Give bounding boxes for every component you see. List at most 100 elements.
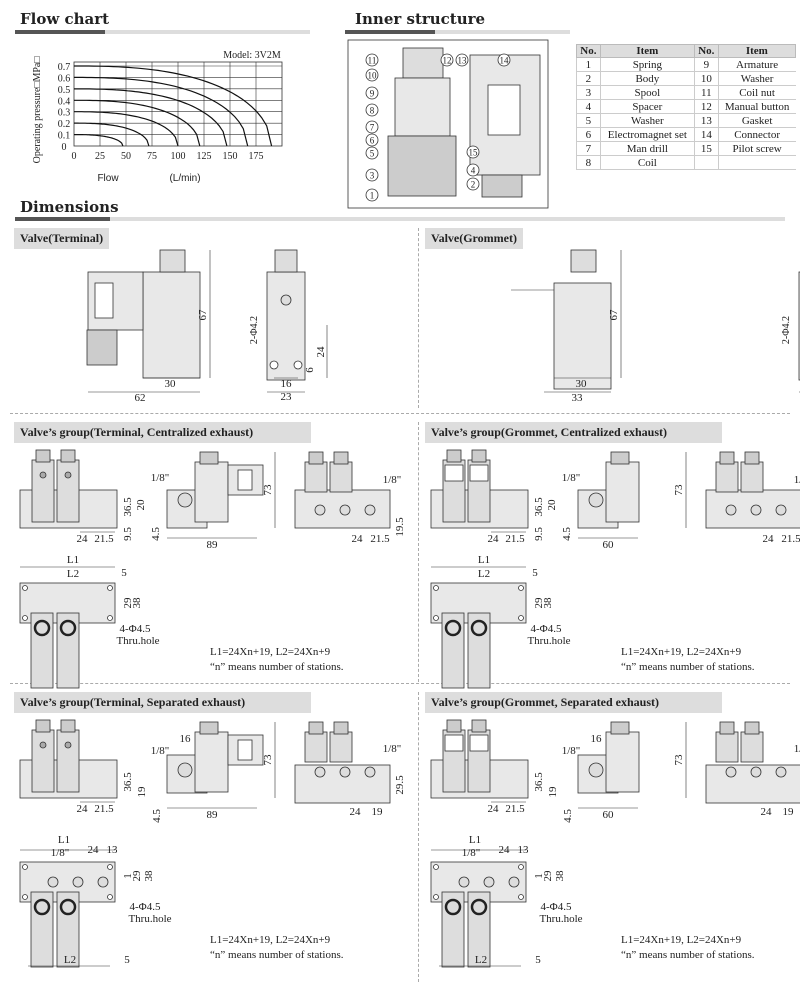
formula-text: L1=24Xn+19, L2=24Xn+9 (621, 646, 742, 658)
x-tick-label: 0 (72, 151, 77, 162)
port-hole (339, 766, 351, 778)
number-cell: 9 (693, 57, 719, 72)
series-line-0.3 (74, 111, 179, 147)
dimension-label: 4.5 (561, 527, 573, 541)
coil-nut (35, 449, 51, 463)
dimension-label: 62 (135, 392, 146, 404)
dimension-label: 29 (122, 597, 134, 609)
valve-coil-top (30, 891, 54, 968)
dimension-label: 24 (350, 806, 362, 818)
grommet-socket (444, 464, 464, 482)
series-line-0.1 (74, 134, 124, 147)
port-hole (280, 294, 292, 306)
dimension-label: 36.5 (533, 772, 545, 792)
dimension-label: 24 (761, 806, 773, 818)
port-hole (364, 766, 376, 778)
dimension-label: 4-Φ4.5 (120, 623, 151, 635)
coil-nut-icon (444, 898, 462, 916)
callout-number: 15 (469, 148, 479, 158)
dimension-label: 38 (554, 870, 566, 882)
x-axis-unit: (L/min) (169, 173, 200, 184)
number-cell: 11 (693, 85, 719, 100)
callout-number: 12 (443, 56, 452, 66)
port-hole (47, 876, 59, 888)
callout-number: 4 (471, 166, 476, 176)
dimension-label: 9.5 (122, 527, 134, 541)
callout-number: 11 (368, 56, 377, 66)
dimension-label: L1 (478, 554, 490, 566)
section-label-group-gs: Valve’s group(Grommet, Separated exhaust… (425, 692, 722, 713)
item-cell: Coil nut (717, 85, 796, 100)
coil-nut (744, 721, 760, 735)
stations-note: “n” means number of stations. (621, 661, 755, 673)
terminal-window (237, 469, 253, 491)
item-cell: Spool (599, 85, 695, 100)
dimension-label: Thru.hole (116, 635, 159, 647)
callout-number: 10 (368, 71, 378, 81)
item-cell: Washer (717, 71, 796, 86)
dimension-label: 1/8" (562, 472, 581, 484)
callout-number: 7 (370, 123, 375, 133)
dimension-label: 19 (136, 786, 148, 798)
port-hole (107, 894, 113, 900)
heading-underline (345, 30, 570, 34)
number-cell: 13 (693, 113, 719, 128)
dimension-label: 38 (542, 597, 554, 609)
x-tick-label: 25 (95, 151, 105, 162)
coil-nut (570, 249, 597, 273)
grommet-socket (444, 734, 464, 752)
callout-number: 1 (370, 191, 375, 201)
grommet-socket (469, 734, 489, 752)
dimension-label: 21.5 (370, 533, 390, 545)
port-hole (508, 876, 520, 888)
dimension-label: 24 (77, 803, 89, 815)
port-hole (588, 762, 604, 778)
number-cell: 2 (576, 71, 601, 86)
col-header: Item (717, 44, 797, 58)
number-cell: 8 (576, 155, 601, 170)
item-cell: Connector (717, 127, 796, 142)
dimension-label: 36.5 (122, 497, 134, 517)
item-cell: Gasket (717, 113, 796, 128)
section-label-valve-grommet: Valve(Grommet) (425, 228, 523, 249)
dimension-label: 73 (673, 754, 685, 766)
coil-nut (610, 451, 630, 465)
callout-circle (466, 177, 480, 191)
coil-nut-icon (59, 898, 77, 916)
port-hole (433, 864, 439, 870)
number-cell: 1 (576, 57, 601, 72)
valve-coil-top (441, 612, 465, 689)
port-hole (458, 876, 470, 888)
port-hole (725, 766, 737, 778)
number-cell: 4 (576, 99, 601, 114)
callout-circle (365, 168, 379, 182)
port-hole (518, 615, 524, 621)
dimension-label: Thru.hole (539, 913, 582, 925)
dimension-label: 4.5 (562, 809, 574, 823)
dimension-label: Thru.hole (128, 913, 171, 925)
dimension-label: Thru.hole (527, 635, 570, 647)
valve-body (605, 731, 640, 793)
dimension-label: 24 (315, 346, 327, 358)
y-tick-label: 0.3 (58, 108, 71, 119)
port-hole (22, 894, 28, 900)
valve-coil (304, 731, 328, 763)
dimension-label: 2-Φ4.2 (249, 316, 260, 344)
port-hole (177, 492, 193, 508)
dimension-label: 5 (532, 567, 538, 579)
coil-nut (60, 449, 76, 463)
y-tick-label: 0 (62, 142, 67, 153)
dimension-label: 4.5 (151, 809, 163, 823)
valve-coil (715, 461, 739, 493)
dimension-label: L2 (64, 954, 76, 966)
dimension-label: 19.5 (394, 517, 406, 537)
callout-number: 5 (370, 149, 375, 159)
coil-nut (308, 721, 324, 735)
dimension-label: 24 (499, 844, 511, 856)
divider (418, 692, 419, 982)
dimension-label: 24 (88, 844, 100, 856)
